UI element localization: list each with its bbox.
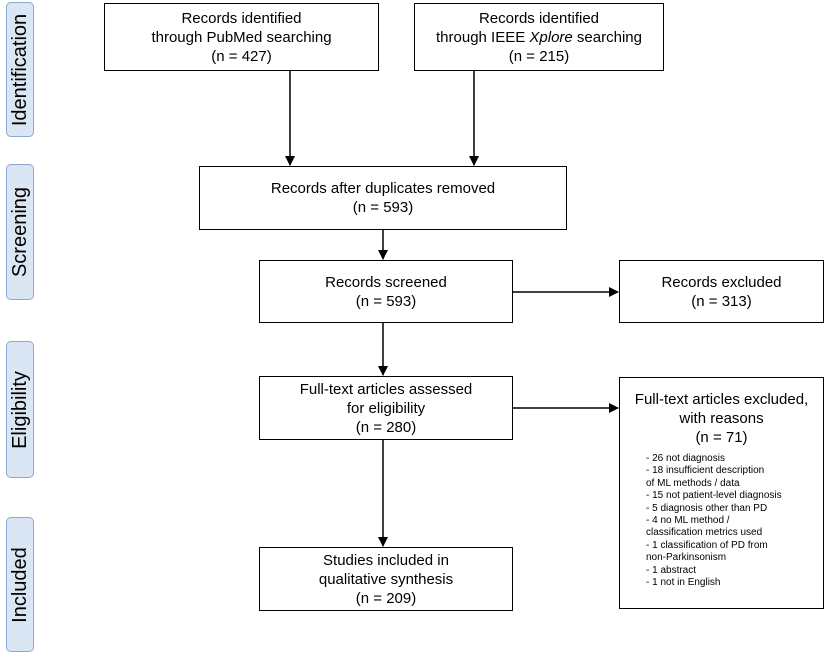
fulltext-excluded-count: (n = 71) xyxy=(695,429,748,446)
phase-screening: Screening xyxy=(6,164,34,300)
reason-item: - 1 classification of PD from xyxy=(646,539,768,551)
reason-item: of ML methods / data xyxy=(646,477,740,489)
excluded-count: (n = 313) xyxy=(691,292,752,310)
reason-item: classification metrics used xyxy=(646,527,763,539)
exclusion-reasons-list: - 26 not diagnosis - 18 insufficient des… xyxy=(620,453,823,589)
reason-item: - 1 not in English xyxy=(646,577,721,589)
pubmed-line2: through PubMed searching xyxy=(151,28,332,46)
fulltext-line2: for eligibility xyxy=(346,399,426,417)
reason-item: - 18 insufficient description xyxy=(646,465,765,477)
box-after-duplicates: Records after duplicates removed (n = 59… xyxy=(199,166,567,230)
duplicates-line1: Records after duplicates removed xyxy=(270,180,496,197)
reason-item: - 5 diagnosis other than PD xyxy=(646,502,768,514)
fulltext-excluded-line1: Full-text articles excluded, xyxy=(634,391,809,408)
pubmed-line1: Records identified xyxy=(181,9,302,27)
fulltext-excluded-line2: with reasons xyxy=(679,410,764,427)
included-line1: Studies included in xyxy=(323,551,449,569)
ieee-line2-em: Xplore xyxy=(529,28,573,46)
reason-item: - 4 no ML method / xyxy=(646,515,730,527)
box-ieee-records: Records identified through IEEE Xplore s… xyxy=(414,3,664,71)
phase-included: Included xyxy=(6,517,34,652)
box-records-excluded: Records excluded (n = 313) xyxy=(619,260,824,323)
screened-count: (n = 593) xyxy=(355,292,417,310)
box-pubmed-records: Records identified through PubMed search… xyxy=(104,3,379,71)
reason-item: non-Parkinsonism xyxy=(646,552,727,564)
included-count: (n = 209) xyxy=(355,589,417,607)
phase-identification: Identification xyxy=(6,2,34,137)
duplicates-count: (n = 593) xyxy=(352,199,414,216)
screened-line1: Records screened xyxy=(325,273,447,291)
included-line2: qualitative synthesis xyxy=(318,570,454,588)
ieee-line2: through IEEE Xplore searching xyxy=(436,28,642,47)
box-records-screened: Records screened (n = 593) xyxy=(259,260,513,323)
reason-item: - 15 not patient-level diagnosis xyxy=(646,490,782,502)
box-studies-included: Studies included in qualitative synthesi… xyxy=(259,547,513,611)
ieee-line1: Records identified xyxy=(478,9,600,27)
excluded-line1: Records excluded xyxy=(661,273,782,291)
box-fulltext-excluded: Full-text articles excluded, with reason… xyxy=(619,377,824,609)
fulltext-count: (n = 280) xyxy=(355,418,417,436)
ieee-line2-pre: through IEEE xyxy=(436,28,530,46)
fulltext-line1: Full-text articles assessed xyxy=(299,380,473,398)
ieee-count: (n = 215) xyxy=(508,47,570,65)
phase-eligibility: Eligibility xyxy=(6,341,34,478)
ieee-line2-post: searching xyxy=(572,28,642,46)
box-fulltext-assessed: Full-text articles assessed for eligibil… xyxy=(259,376,513,440)
reason-item: - 1 abstract xyxy=(646,564,697,576)
pubmed-count: (n = 427) xyxy=(211,47,272,65)
reason-item: - 26 not diagnosis xyxy=(646,453,725,464)
